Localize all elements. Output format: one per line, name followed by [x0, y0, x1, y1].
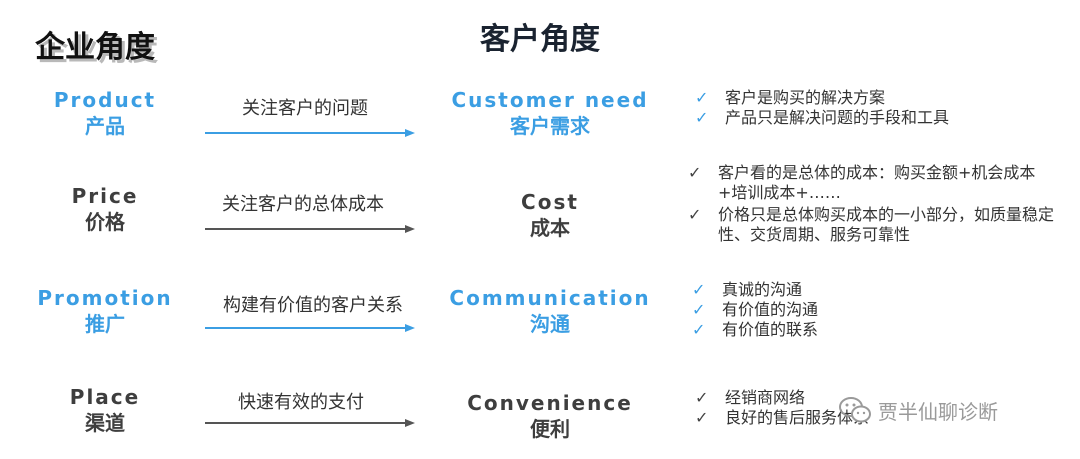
header-company-perspective: 企业角度	[35, 30, 155, 65]
phrase-fast-payment: 快速有效的支付	[238, 392, 364, 413]
label-product-en: Product	[53, 88, 157, 112]
check-item: ✓良好的售后服务体系	[695, 408, 870, 427]
check-icon: ✓	[695, 108, 709, 127]
row-place-left: Place 渠道	[20, 384, 190, 436]
check-icon: ✓	[692, 280, 706, 299]
label-promotion-en: Promotion	[37, 286, 173, 310]
check-item: ✓真诚的沟通	[692, 280, 803, 299]
row-convenience-mid: Convenience 便利	[430, 390, 670, 442]
check-icon: ✓	[688, 163, 702, 182]
label-cost-en: Cost	[521, 190, 579, 214]
label-place-zh: 渠道	[85, 411, 125, 435]
label-cost-zh: 成本	[530, 216, 570, 240]
check-icon: ✓	[692, 300, 706, 319]
label-product-zh: 产品	[85, 114, 125, 138]
label-promotion-zh: 推广	[85, 312, 125, 336]
arrow-right-icon	[205, 129, 415, 137]
check-icon: ✓	[695, 388, 709, 407]
row-promotion-left: Promotion 推广	[20, 285, 190, 337]
check-item: ✓客户看的是总体的成本：购买金额+机会成本+培训成本+……	[688, 163, 1036, 202]
label-convenience-zh: 便利	[530, 417, 570, 441]
label-customer-need-zh: 客户需求	[510, 114, 590, 138]
arrow-right-icon	[205, 324, 415, 332]
label-price-en: Price	[71, 184, 139, 208]
arrow-right-icon	[205, 225, 415, 233]
label-communication-en: Communication	[449, 286, 651, 310]
check-icon: ✓	[688, 205, 702, 224]
row-price-left: Price 价格	[20, 183, 190, 235]
phrase-customer-problem: 关注客户的问题	[242, 98, 368, 119]
checklist-cost: ✓客户看的是总体的成本：购买金额+机会成本+培训成本+…… ✓价格只是总体购买成…	[688, 163, 1063, 245]
watermark-text: 贾半仙聊诊断	[878, 399, 998, 424]
row-customer-need-mid: Customer need 客户需求	[430, 87, 670, 139]
check-icon: ✓	[695, 88, 709, 107]
check-icon: ✓	[692, 320, 706, 339]
check-icon: ✓	[695, 408, 709, 427]
label-convenience-en: Convenience	[467, 391, 633, 415]
arrow-right-icon	[205, 419, 415, 427]
checklist-communication: ✓真诚的沟通 ✓有价值的沟通 ✓有价值的联系	[692, 280, 992, 340]
checklist-customer-need: ✓客户是购买的解决方案 ✓产品只是解决问题的手段和工具	[695, 88, 1055, 128]
label-price-zh: 价格	[85, 210, 125, 234]
check-item: ✓经销商网络	[695, 388, 806, 407]
check-item: ✓价格只是总体购买成本的一小部分，如质量稳定性、交货周期、服务可靠性	[688, 205, 1055, 244]
phrase-total-cost: 关注客户的总体成本	[222, 194, 384, 215]
row-communication-mid: Communication 沟通	[420, 285, 680, 337]
label-customer-need-en: Customer need	[451, 88, 649, 112]
label-communication-zh: 沟通	[530, 312, 570, 336]
wechat-icon	[839, 397, 871, 423]
check-item: ✓产品只是解决问题的手段和工具	[695, 108, 950, 127]
check-item: ✓客户是购买的解决方案	[695, 88, 886, 107]
watermark: 贾半仙聊诊断	[838, 395, 998, 425]
checklist-convenience: ✓经销商网络 ✓良好的售后服务体系	[695, 388, 995, 428]
phrase-customer-relationship: 构建有价值的客户关系	[223, 295, 403, 316]
check-item: ✓有价值的联系	[692, 320, 819, 339]
check-item: ✓有价值的沟通	[692, 300, 819, 319]
row-product-left: Product 产品	[20, 87, 190, 139]
row-cost-mid: Cost 成本	[430, 189, 670, 241]
header-customer-perspective: 客户角度	[480, 22, 600, 57]
label-place-en: Place	[69, 385, 141, 409]
